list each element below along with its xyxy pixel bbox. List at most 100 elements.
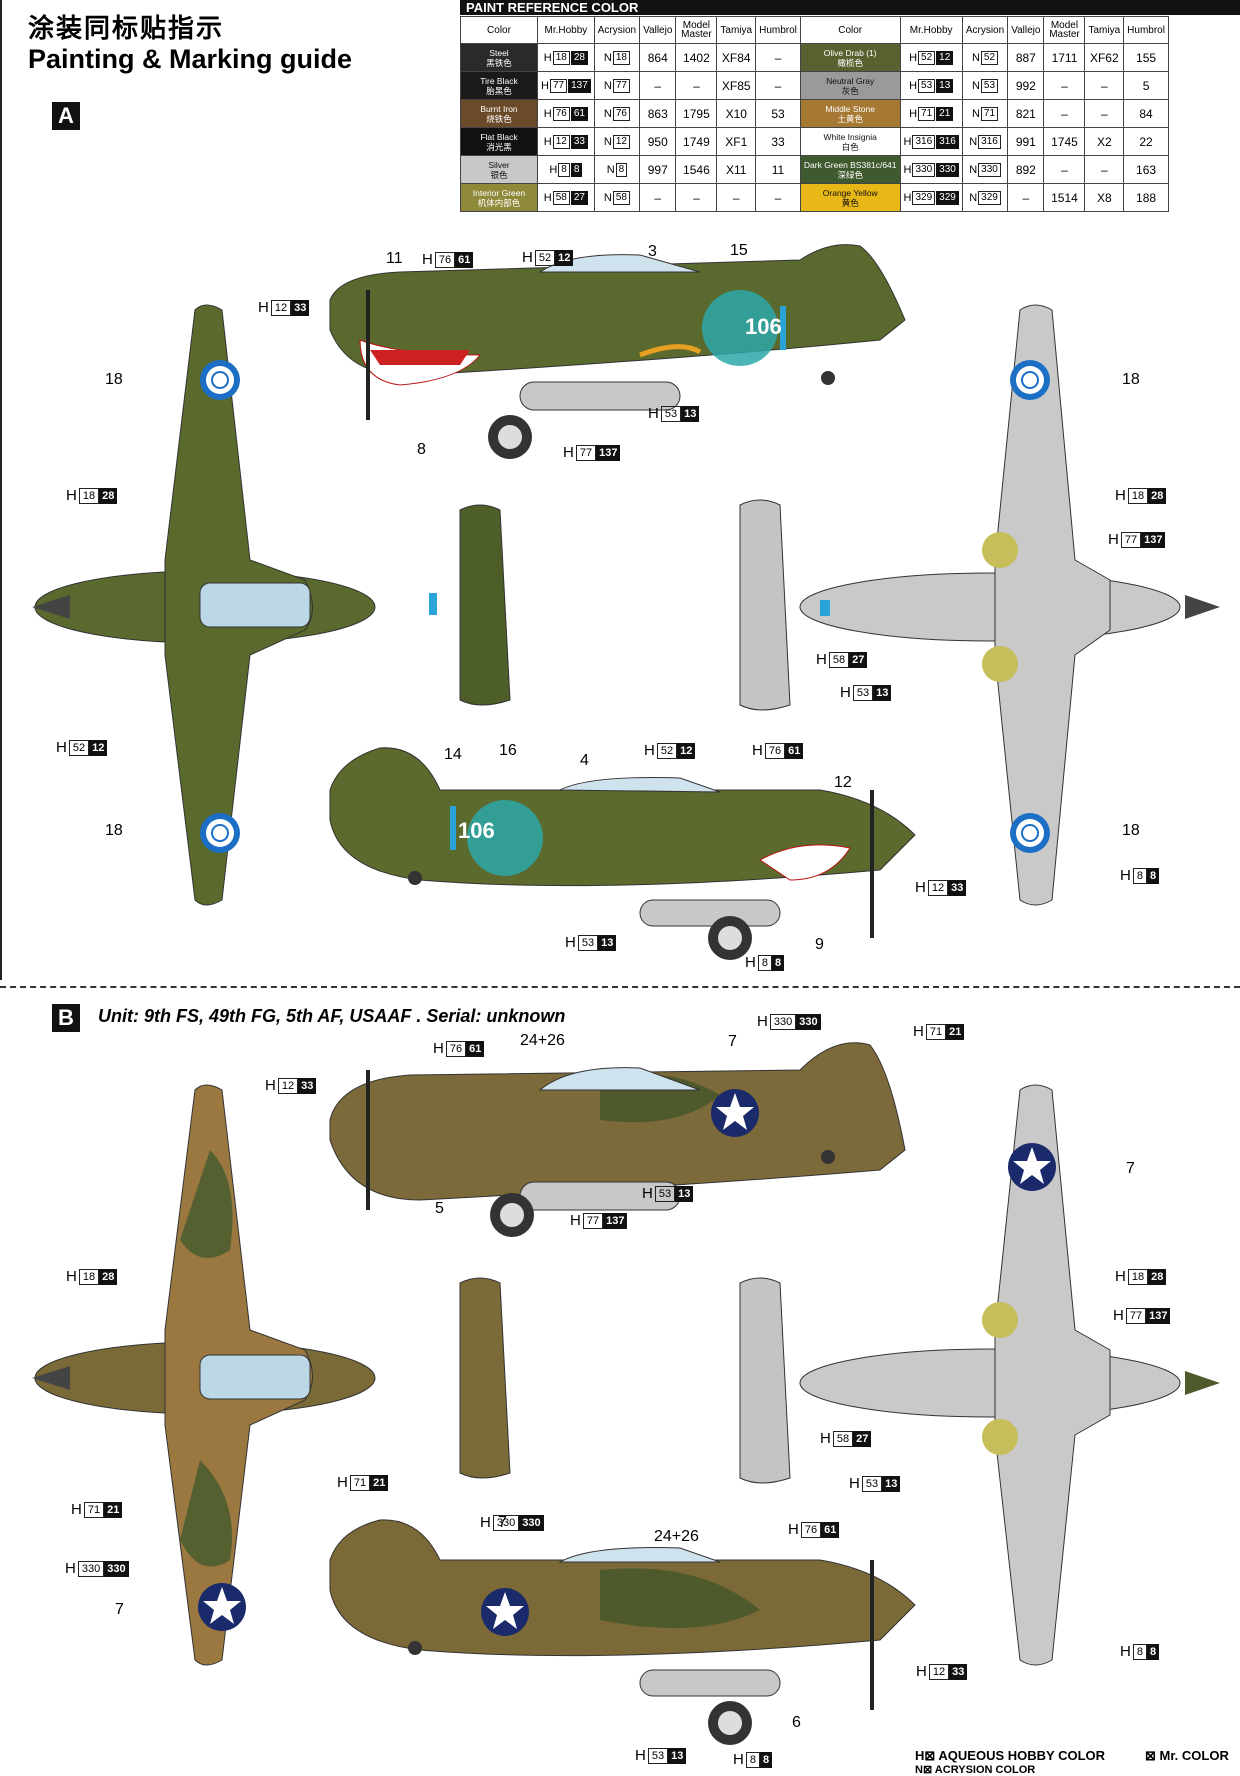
callout-h-number: 18 (78, 1268, 100, 1285)
callout-h-number: 71 (83, 1501, 105, 1518)
callout-h-number: 8 (757, 954, 772, 971)
page-title: Painting & Marking guide (28, 44, 353, 74)
callout-mr-color-number: 8 (1146, 867, 1160, 884)
b-decal-number: 7 (498, 1514, 507, 1531)
tamiya-code: X10 (716, 99, 757, 128)
callout-mr-color-number: 33 (949, 1663, 968, 1680)
callout-h-number: 53 (647, 1747, 669, 1764)
callout-h-letter: H (563, 444, 574, 461)
color-name-cn: 机体内部色 (477, 197, 521, 208)
callout-mr-color-number: 28 (99, 1268, 118, 1285)
h-letter: H (549, 164, 558, 176)
callout-h-number: 53 (852, 684, 874, 701)
h-letter: H (543, 108, 552, 120)
callout-h-letter: H (816, 651, 827, 668)
callout-mr-color-number: 12 (89, 739, 108, 756)
mr-color-number: 137 (568, 79, 591, 93)
humbrol-code: 163 (1123, 155, 1169, 184)
b-decal-number: 7 (115, 1601, 124, 1618)
n-letter: N (971, 108, 980, 120)
callout-h-letter: H (1115, 487, 1126, 504)
callout-h-letter: H (1113, 1307, 1124, 1324)
n-letter: N (603, 80, 612, 92)
callout-mr-color-number: 21 (104, 1501, 123, 1518)
callout-h-number: 18 (1127, 1268, 1149, 1285)
h-letter: H (909, 108, 918, 120)
col-acrysion-2: Acrysion (961, 16, 1009, 44)
callout-h-number: 8 (1132, 867, 1147, 884)
callout-mr-color-number: 27 (853, 1430, 872, 1447)
model-master-code: 1514 (1043, 183, 1086, 212)
callout-h-letter: H (1115, 1268, 1126, 1285)
callout-h-number: 18 (1127, 487, 1149, 504)
callout-mr-color-number: 137 (603, 1212, 628, 1229)
callout-mr-color-number: 12 (555, 249, 574, 266)
callout-mr-color-number: 137 (596, 444, 621, 461)
callout-h-letter: H (820, 1430, 831, 1447)
mr-color-number: 33 (570, 135, 588, 149)
n-letter: N (603, 52, 612, 64)
b-decal-number: 7 (1126, 1160, 1135, 1177)
color-name-en: Orange Yellow (822, 187, 878, 198)
color-name-en: Middle Stone (825, 103, 875, 114)
callout-h-number: 77 (1120, 531, 1142, 548)
h-number: 8 (558, 163, 570, 177)
callout-mr-color-number: 21 (946, 1023, 965, 1040)
paint-reference-table: Color Mr.Hobby Acrysion Vallejo Model Ma… (460, 16, 1169, 212)
paint-table-header: Color Mr.Hobby Acrysion Vallejo Model Ma… (460, 16, 1169, 44)
h-letter: H (903, 192, 912, 204)
callout-h-letter: H (757, 1013, 768, 1030)
callout-h-number: 53 (861, 1475, 883, 1492)
b-side-view-1 (329, 1042, 906, 1237)
callout-mr-color-number: 330 (104, 1560, 129, 1577)
humbrol-code: 5 (1123, 71, 1169, 100)
a-decal-number: 16 (499, 742, 517, 759)
callout-h-number: 52 (534, 249, 556, 266)
callout-mr-color-number: 137 (1146, 1307, 1171, 1324)
callout-mr-color-number: 28 (99, 487, 118, 504)
a-decal-number: 11 (386, 250, 403, 267)
tamiya-code: X8 (1084, 183, 1125, 212)
callout-mr-color-number: 61 (785, 742, 804, 759)
col-tamiya-2: Tamiya (1084, 16, 1125, 44)
callout-h-number: 76 (445, 1040, 467, 1057)
model-master-code: – (1043, 71, 1086, 100)
n-number: 71 (980, 107, 999, 121)
n-number: 12 (612, 135, 630, 149)
callout-h-letter: H (913, 1023, 924, 1040)
n-number: 76 (612, 107, 630, 121)
b-decal-number: 6 (792, 1714, 801, 1731)
model-master-code: 1795 (675, 99, 718, 128)
callout-h-letter: H (788, 1521, 799, 1538)
callout-mr-color-number: 330 (519, 1514, 544, 1531)
col-acrysion: Acrysion (593, 16, 641, 44)
mr-color-number: 28 (570, 51, 588, 65)
callout-h-letter: H (1120, 867, 1131, 884)
h-number: 76 (552, 107, 570, 121)
mr-color-number: 12 (936, 51, 954, 65)
color-name-en: Flat Black (480, 131, 518, 142)
